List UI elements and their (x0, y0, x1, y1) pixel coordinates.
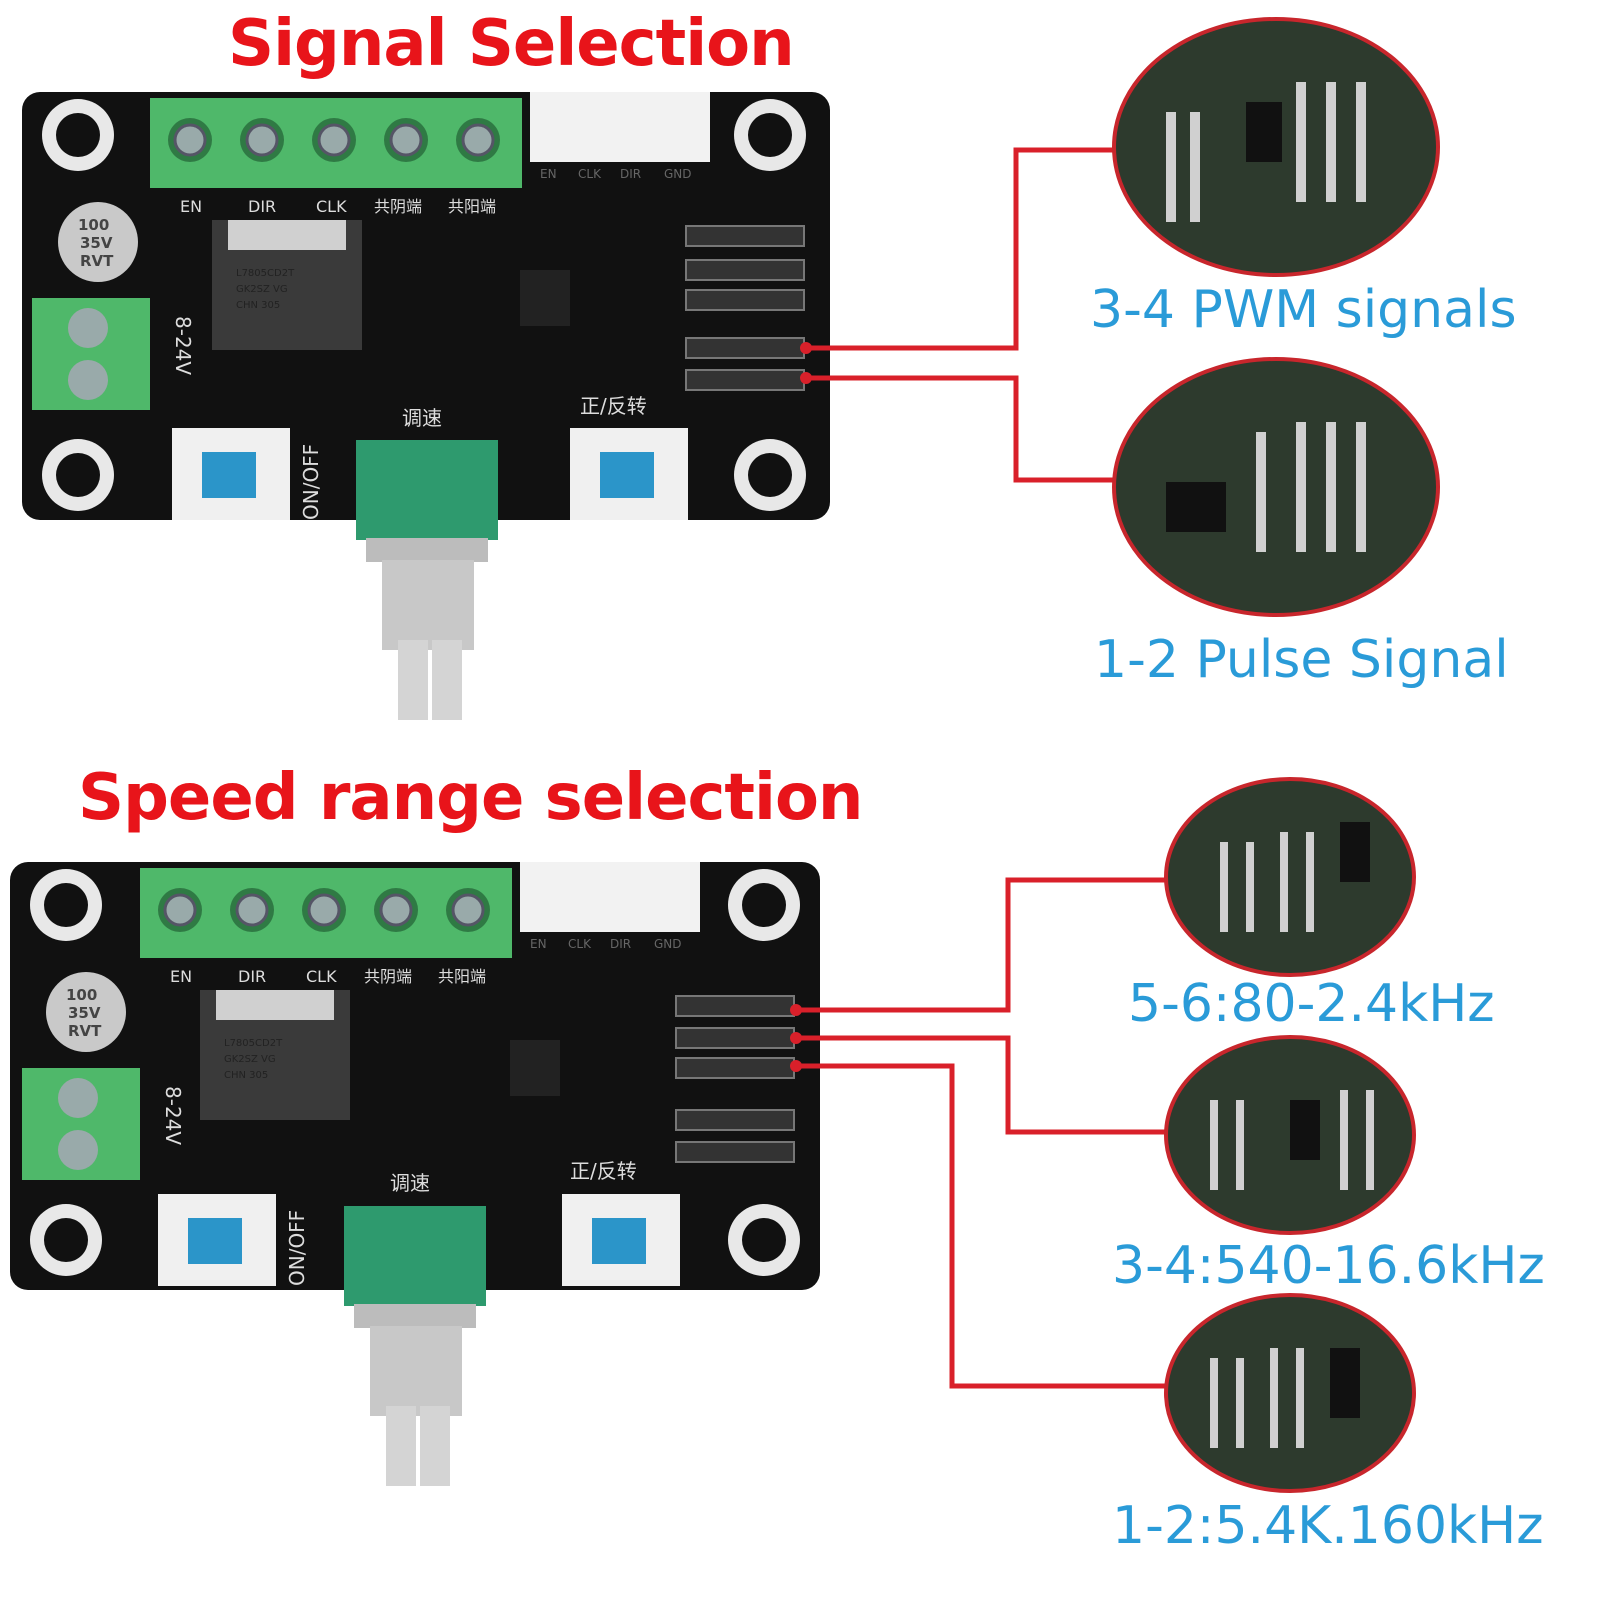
caption-range-3-4: 3-4:540-16.6kHz (1112, 1236, 1545, 1296)
regulator-line-1: L7805CD2T (224, 1038, 283, 1049)
header-label-clk: CLK (578, 167, 602, 181)
label-common-cathode: 共阴端 (374, 197, 422, 216)
power-label: 8-24V (171, 316, 195, 375)
regulator-line-2: GK2SZ VG (236, 284, 288, 295)
header-labels: EN CLK DIR GND (540, 167, 692, 181)
label-common-cathode: 共阴端 (364, 967, 412, 986)
capacitor-voltage: 35V (80, 234, 113, 252)
speed-label: 调速 (402, 406, 442, 430)
pcb-board (10, 862, 820, 1486)
capacitor-label: 100 35V RVT (78, 216, 114, 270)
label-en: EN (170, 967, 192, 986)
regulator-label: L7805CD2T GK2SZ VG CHN 305 (224, 1038, 283, 1081)
speed-label: 调速 (390, 1171, 430, 1195)
pcb-board (22, 92, 830, 720)
zoom-circle-1-2 (1164, 1293, 1416, 1493)
direction-label: 正/反转 (580, 394, 647, 418)
capacitor-brand: RVT (80, 252, 114, 270)
zoom-circle-pwm (1112, 17, 1440, 277)
zoom-circle-5-6 (1164, 777, 1416, 977)
zoom-circle-3-4 (1164, 1035, 1416, 1235)
capacitor-label: 100 35V RVT (66, 986, 102, 1040)
capacitor-value: 100 (78, 216, 109, 234)
regulator-line-3: CHN 305 (224, 1070, 268, 1081)
direction-label: 正/反转 (570, 1159, 637, 1183)
caption-range-1-2: 1-2:5.4K.160kHz (1112, 1496, 1544, 1556)
board-bottom: EN DIR CLK 共阴端 共阳端 EN CLK DIR GND 100 35… (10, 862, 820, 1486)
regulator-line-2: GK2SZ VG (224, 1054, 276, 1065)
capacitor-brand: RVT (68, 1022, 102, 1040)
caption-pulse-signal: 1-2 Pulse Signal (1094, 630, 1509, 690)
label-common-anode: 共阳端 (438, 967, 486, 986)
onoff-label: ON/OFF (299, 444, 323, 520)
speed-range-title: Speed range selection (78, 761, 863, 835)
label-dir: DIR (238, 967, 266, 986)
header-label-en: EN (540, 167, 557, 181)
terminal-labels: EN DIR CLK 共阴端 共阳端 (170, 967, 486, 986)
regulator-label: L7805CD2T GK2SZ VG CHN 305 (236, 268, 295, 311)
label-en: EN (180, 197, 202, 216)
header-label-gnd: GND (654, 937, 682, 951)
caption-pwm-signals: 3-4 PWM signals (1090, 280, 1517, 340)
header-label-dir: DIR (610, 937, 631, 951)
regulator-line-1: L7805CD2T (236, 268, 295, 279)
caption-range-5-6: 5-6:80-2.4kHz (1128, 974, 1495, 1034)
header-label-gnd: GND (664, 167, 692, 181)
label-dir: DIR (248, 197, 276, 216)
regulator-line-3: CHN 305 (236, 300, 280, 311)
zoom-circle-pulse (1112, 357, 1440, 617)
header-label-en: EN (530, 937, 547, 951)
terminal-labels: EN DIR CLK 共阴端 共阳端 (180, 197, 496, 216)
onoff-label: ON/OFF (285, 1210, 309, 1286)
power-label: 8-24V (161, 1086, 185, 1145)
signal-selection-title: Signal Selection (228, 7, 795, 81)
header-label-clk: CLK (568, 937, 592, 951)
capacitor-voltage: 35V (68, 1004, 101, 1022)
header-labels: EN CLK DIR GND (530, 937, 682, 951)
capacitor-value: 100 (66, 986, 97, 1004)
label-common-anode: 共阳端 (448, 197, 496, 216)
board-top: EN DIR CLK 共阴端 共阳端 EN CLK DIR GND 100 35… (22, 92, 830, 720)
header-label-dir: DIR (620, 167, 641, 181)
label-clk: CLK (316, 197, 347, 216)
label-clk: CLK (306, 967, 337, 986)
